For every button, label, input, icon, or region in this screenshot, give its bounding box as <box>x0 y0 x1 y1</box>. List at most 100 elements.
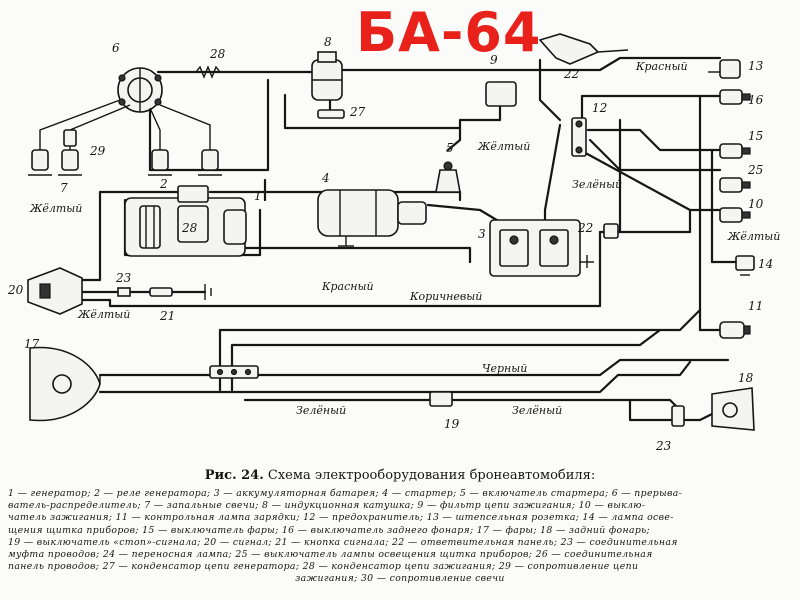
part-number-13: 13 <box>748 59 764 73</box>
distributor-6 <box>117 67 163 113</box>
wire-lower-black <box>98 358 730 377</box>
legend-line: зажигания; 30 — сопротивление свечи <box>295 573 505 585</box>
watermark-title: БА-64 <box>356 1 542 64</box>
socket-13 <box>708 59 741 79</box>
figure-caption-text: Схема электрооборудования бронеавтомобил… <box>267 468 596 483</box>
part-number-16: 16 <box>748 93 764 107</box>
wire-12-16 <box>580 94 722 122</box>
plug-resistor-30 <box>63 129 77 147</box>
part-number-10: 10 <box>748 197 764 211</box>
starter-switch-5 <box>435 161 461 193</box>
part-numbers: 6 28 8 9 22 13 16 15 25 10 14 11 12 27 2… <box>7 35 773 453</box>
wire-lower-2 <box>230 328 662 392</box>
wire-label-green-12: Зелёный <box>572 178 622 191</box>
switch-10 <box>719 207 751 223</box>
part-number-3: 3 <box>478 227 486 241</box>
part-number-17: 17 <box>24 337 40 351</box>
part-number-7: 7 <box>60 181 68 195</box>
fuse-12 <box>571 117 587 157</box>
part-number-21: 21 <box>159 309 175 323</box>
part-number-19: 19 <box>444 417 460 431</box>
spark-plugs-7 <box>28 99 222 176</box>
wire-top-red <box>340 56 722 72</box>
legend-line: ватель-распределитель; 7 — запальные све… <box>8 500 646 512</box>
wire-label-red-top: Красный <box>635 60 688 73</box>
branch-panel-22 <box>603 223 619 239</box>
wire-brown <box>80 230 602 308</box>
wire-12-up <box>538 58 562 122</box>
wire-label-green-bottom-right: Зелёный <box>512 404 562 417</box>
part-number-15: 15 <box>748 129 763 143</box>
wire-green-2 <box>628 398 674 422</box>
part-number-23-right: 23 <box>655 439 672 453</box>
switch-15 <box>719 143 751 159</box>
portable-lamp-24 <box>538 33 600 65</box>
wire-22-right <box>613 208 692 234</box>
legend-line: панель проводов; 27 — конденсатор цепи г… <box>8 561 639 573</box>
legend-line: чатель зажигания; 11 — контрольная лампа… <box>8 512 674 524</box>
wire-labels: Красный Жёлтый Зелёный Жёлтый Жёлтый Кра… <box>29 60 780 417</box>
part-number-22: 22 <box>577 221 593 235</box>
legend-line: щения щитка приборов; 15 — выключатель ф… <box>8 524 651 536</box>
horn-button-21 <box>149 284 212 300</box>
part-number-14: 14 <box>758 257 773 271</box>
filter-9 <box>485 81 517 107</box>
part-number-29: 28 <box>209 47 226 61</box>
connection-panel-26 <box>209 365 259 379</box>
wire-8-to-9 <box>283 93 462 130</box>
wire-lower-3 <box>98 360 692 394</box>
part-number-20: 20 <box>7 283 24 297</box>
part-number-27: 28 <box>181 221 198 235</box>
wire-9-to-5 <box>446 103 502 152</box>
resistor-29 <box>195 65 221 79</box>
starter-4 <box>317 189 427 247</box>
figure-caption-prefix: Рис. 24. <box>204 468 264 483</box>
control-lamp-11 <box>719 321 751 339</box>
wire-24-cord <box>597 49 629 53</box>
legend-line: муфта проводов; 24 — переносная лампа; 2… <box>8 549 653 561</box>
lamp-14 <box>735 255 755 276</box>
part-number-2: 2 <box>159 177 168 191</box>
part-number-5: 5 <box>446 141 454 155</box>
wire-label-red-mid: Красный <box>321 280 374 293</box>
connector-23-left <box>117 287 131 297</box>
relay-2 <box>177 185 209 203</box>
wire-starter-switch <box>426 203 502 224</box>
figure-caption: Рис. 24. Схема электрооборудования броне… <box>0 468 800 483</box>
part-number-30: 29 <box>89 144 106 158</box>
connector-23-right <box>671 405 685 427</box>
wire-label-brown: Коричневый <box>409 290 482 303</box>
part-number-6: 6 <box>112 41 120 55</box>
part-number-9: 9 <box>490 53 498 67</box>
legend-line: 19 — выключатель «стоп»-сигнала; 20 — си… <box>8 536 678 548</box>
part-number-24: 22 <box>563 67 579 81</box>
part-number-23-left: 23 <box>115 271 132 285</box>
capacitor-27 <box>177 205 209 243</box>
part-number-12: 12 <box>592 101 607 115</box>
wire-22-up <box>598 118 622 234</box>
wire-label-yellow-bottom: Жёлтый <box>77 308 130 321</box>
wiring-diagram: Красный Жёлтый Зелёный Жёлтый Жёлтый Кра… <box>7 33 780 453</box>
wire-label-yellow-top: Жёлтый <box>477 140 530 153</box>
wire-label-yellow-left: Жёлтый <box>29 202 82 215</box>
ignition-coil-8 <box>311 51 343 101</box>
part-number-25: 25 <box>747 163 763 177</box>
battery-3 <box>489 219 594 277</box>
wire-12-15 <box>586 128 722 152</box>
horn-20 <box>27 267 83 315</box>
tail-lamp-18 <box>711 387 755 431</box>
wire-label-yellow-right: Жёлтый <box>727 230 780 243</box>
wire-lower-1 <box>218 308 702 392</box>
wire-label-green-bottom-left: Зелёный <box>296 404 346 417</box>
switch-25 <box>719 177 751 193</box>
part-number-4: 4 <box>321 171 330 185</box>
legend-line: 1 — генератор; 2 — реле генератора; 3 — … <box>8 488 683 499</box>
wire-12-battery <box>543 123 562 226</box>
part-number-18: 18 <box>738 371 754 385</box>
wire-left-yellow <box>76 190 102 282</box>
wire-label-black: Черный <box>482 362 527 375</box>
capacitor-28 <box>317 109 345 119</box>
part-number-1: 1 <box>254 189 262 203</box>
headlamp-17 <box>29 346 101 422</box>
